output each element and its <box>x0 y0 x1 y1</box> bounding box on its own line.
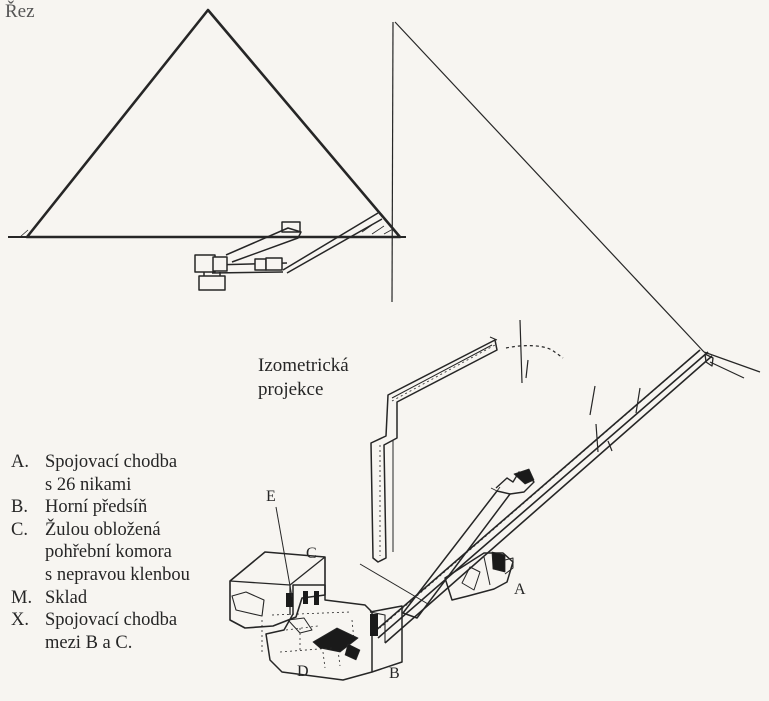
legend-item-a: A. Spojovací chodba s 26 nikami <box>11 451 261 496</box>
iso-title-line-2: projekce <box>258 379 324 400</box>
pyramid-face-lines <box>391 21 761 453</box>
label-a: A <box>514 581 526 598</box>
label-b: B <box>389 665 400 682</box>
legend-key: X. <box>11 610 29 631</box>
legend-text: Sklad <box>45 587 88 608</box>
section-passages <box>194 212 383 291</box>
burial-complex <box>229 551 403 681</box>
legend-text: Horní předsíň <box>45 497 148 518</box>
section-masonry-hatch <box>19 224 394 238</box>
legend-key: A. <box>11 452 29 472</box>
legend-key: B. <box>11 497 28 518</box>
legend-text: Spojovací chodba s 26 nikami <box>45 452 178 495</box>
legend-key: C. <box>11 519 28 540</box>
label-e: E <box>266 488 276 505</box>
legend-text: Spojovací chodba mezi B a C. <box>45 610 178 653</box>
section-title: Řez <box>5 1 35 22</box>
iso-title-line-1: Izometrická <box>258 355 349 376</box>
label-d: D <box>297 663 309 680</box>
cross-section <box>8 8 406 291</box>
legend-item-c: C. Žulou obložená pohřební komora s nepr… <box>11 519 261 587</box>
legend: A. Spojovací chodba s 26 nikami B. Horní… <box>11 451 261 654</box>
legend-item-m: M. Sklad <box>11 587 261 610</box>
legend-key: M. <box>11 587 33 608</box>
label-c: C <box>306 545 317 562</box>
label-e-leader <box>275 506 293 598</box>
pyramid-outline <box>25 8 402 239</box>
legend-item-x: X. Spojovací chodba mezi B a C. <box>11 609 261 654</box>
isometric-projection <box>229 336 714 681</box>
legend-text: Žulou obložená pohřební komora s nepravo… <box>45 519 190 585</box>
legend-item-b: B. Horní předsíň <box>11 496 261 519</box>
